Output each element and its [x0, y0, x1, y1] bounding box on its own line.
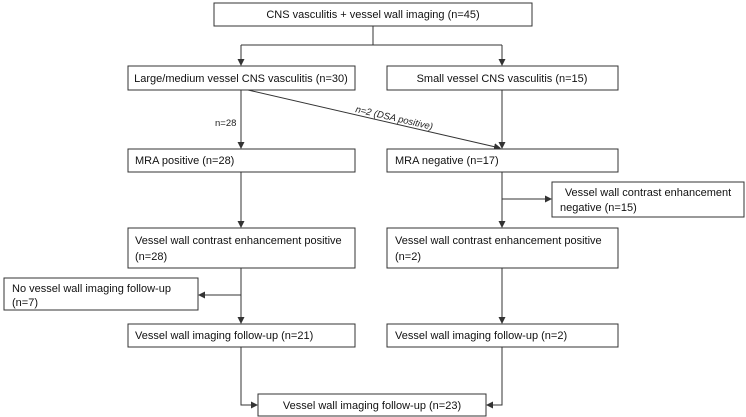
box-followup-left: Vessel wall imaging follow-up (n=21) — [127, 323, 356, 348]
box-vw-positive-left: Vessel wall contrast enhancement positiv… — [127, 227, 356, 269]
svg-text:Small vessel CNS vasculitis (n: Small vessel CNS vasculitis (n=15) — [417, 73, 588, 85]
connectors — [198, 26, 552, 409]
svg-text:(n=2): (n=2) — [395, 251, 421, 263]
box-vw-negative: Vessel wall contrast enhancement negativ… — [551, 181, 745, 218]
box-large-medium-vessel: Large/medium vessel CNS vasculitis (n=30… — [127, 65, 356, 91]
box-no-followup: No vessel wall imaging follow-up (n=7) — [3, 277, 199, 311]
svg-text:Vessel wall contrast enhanceme: Vessel wall contrast enhancement positiv… — [135, 235, 342, 247]
svg-text:Vessel wall imaging follow-up: Vessel wall imaging follow-up (n=2) — [395, 330, 567, 342]
svg-text:(n=7): (n=7) — [12, 297, 38, 309]
svg-text:Vessel wall imaging follow-up: Vessel wall imaging follow-up (n=21) — [135, 330, 313, 342]
svg-text:Vessel wall imaging follow-up: Vessel wall imaging follow-up (n=23) — [283, 400, 461, 412]
box-total: CNS vasculitis + vessel wall imaging (n=… — [213, 2, 533, 27]
box-followup-total: Vessel wall imaging follow-up (n=23) — [257, 393, 487, 417]
box-mra-negative: MRA negative (n=17) — [386, 148, 619, 173]
svg-text:MRA negative (n=17): MRA negative (n=17) — [395, 155, 499, 167]
box-followup-right: Vessel wall imaging follow-up (n=2) — [386, 323, 619, 348]
svg-text:Vessel wall contrast enhanceme: Vessel wall contrast enhancement — [565, 187, 731, 199]
box-vw-positive-right: Vessel wall contrast enhancement positiv… — [386, 227, 619, 269]
edge-label-dsa-positive: n=2 (DSA positive) — [354, 104, 434, 133]
svg-text:Vessel wall contrast enhanceme: Vessel wall contrast enhancement positiv… — [395, 235, 602, 247]
svg-text:MRA positive (n=28): MRA positive (n=28) — [135, 155, 234, 167]
box-mra-positive: MRA positive (n=28) — [127, 148, 356, 173]
svg-text:CNS vasculitis + vessel wall i: CNS vasculitis + vessel wall imaging (n=… — [266, 9, 479, 21]
svg-text:(n=28): (n=28) — [135, 251, 167, 263]
svg-text:No vessel wall imaging follow-: No vessel wall imaging follow-up — [12, 283, 171, 295]
svg-text:Large/medium vessel CNS vascul: Large/medium vessel CNS vasculitis (n=30… — [134, 73, 348, 85]
edge-label-n28: n=28 — [215, 118, 236, 129]
svg-text:negative (n=15): negative (n=15) — [560, 202, 637, 214]
box-small-vessel: Small vessel CNS vasculitis (n=15) — [386, 65, 619, 91]
